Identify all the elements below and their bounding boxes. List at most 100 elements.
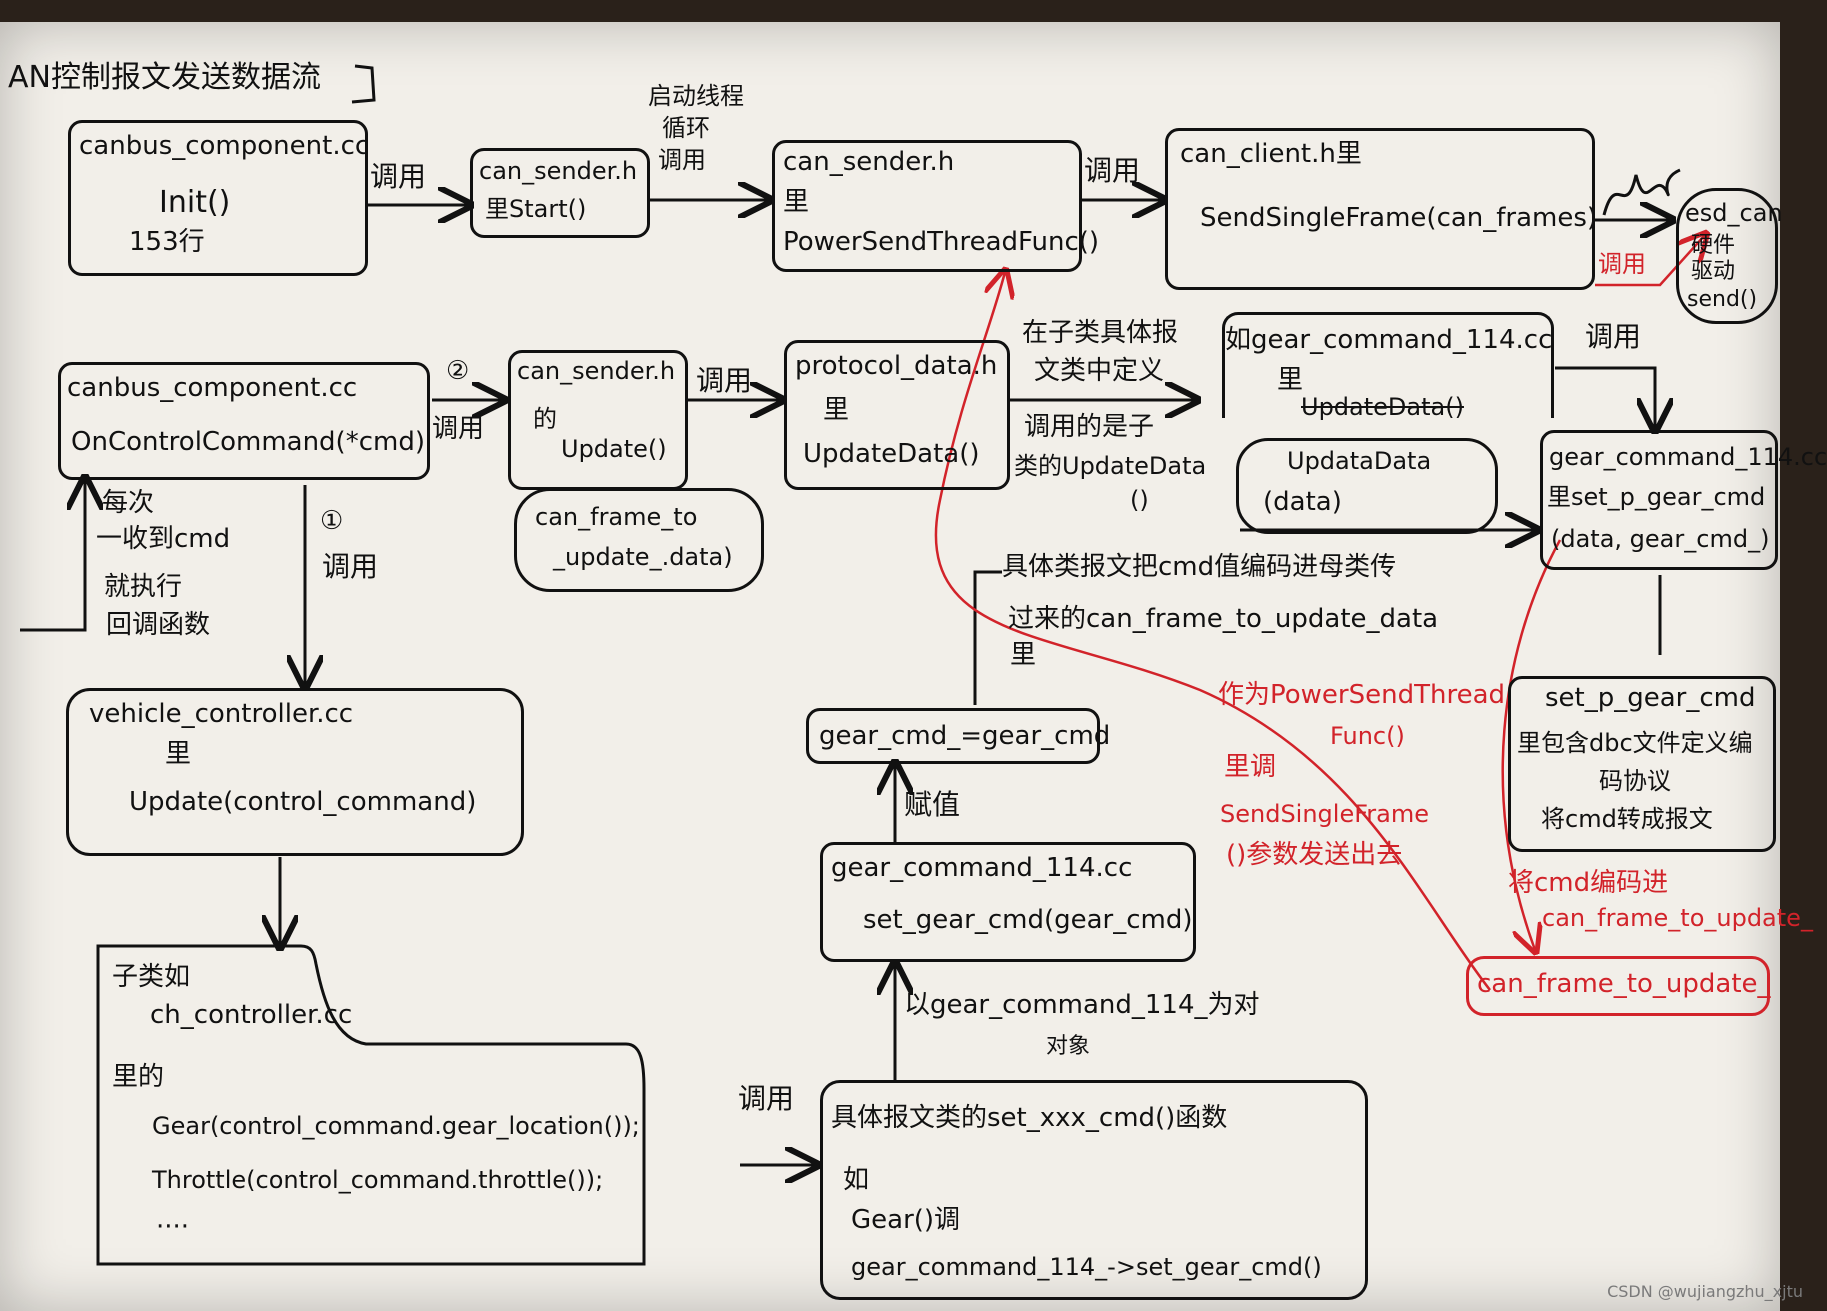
label-call-5: 调用 xyxy=(1585,320,1642,353)
box-init-file: canbus_component.cc xyxy=(79,131,370,161)
label-start-thread-3: 调用 xyxy=(658,146,706,174)
box-canframe-line1: can_frame_to xyxy=(535,503,698,531)
box-protocol-func: UpdateData() xyxy=(803,439,980,469)
box-client-func: SendSingleFrame(can_frames) xyxy=(1200,203,1598,233)
line-assign-to-encode xyxy=(973,570,1002,705)
box-gear-assign-text: gear_cmd_=gear_cmd xyxy=(819,721,1111,751)
box-client-file: can_client.h里 xyxy=(1180,139,1362,169)
box-protocol: protocol_data.h 里 UpdateData() xyxy=(784,340,1010,490)
arrow-gear114a-to-gear114b xyxy=(1555,366,1655,428)
box-gear114a-li: 里 xyxy=(1277,365,1304,395)
box-setgear: gear_command_114.cc set_gear_cmd(gear_cm… xyxy=(820,842,1196,962)
red-arrow-to-esd xyxy=(1595,235,1705,287)
box-chctrl-file: ch_controller.cc xyxy=(150,1000,353,1030)
box-update-file: can_sender.h xyxy=(517,357,676,385)
box-gear114b: gear_command_114.cc 里set_p_gear_cmd (dat… xyxy=(1540,430,1827,570)
label-red-param-4: SendSingleFrame xyxy=(1220,800,1430,828)
red-arrow-encode xyxy=(1501,539,1562,950)
box-thread: can_sender.h 里 PowerSendThreadFunc() xyxy=(772,140,1099,272)
label-encode-3: 里 xyxy=(1010,640,1037,670)
box-setp-desc1: 里包含dbc文件定义编 xyxy=(1517,729,1753,757)
label-every-1: 每次 xyxy=(102,488,155,518)
label-assign: 赋值 xyxy=(904,788,961,821)
box-specific-ru: 如 xyxy=(843,1165,870,1195)
label-call-2: 调用 xyxy=(1084,154,1141,187)
label-subclass-4: 类的UpdateData xyxy=(1014,452,1207,480)
label-call-4: 调用 xyxy=(696,364,753,397)
box-canframe: can_frame_to _update_.data) xyxy=(514,488,764,592)
box-gear114a-func: UpdateData() xyxy=(1301,393,1464,421)
box-oncontrol-file: canbus_component.cc xyxy=(67,373,358,403)
box-chctrl-throttle: Throttle(control_command.throttle()); xyxy=(152,1166,604,1194)
box-specific: 具体报文类的set_xxx_cmd()函数 如 Gear()调 gear_com… xyxy=(820,1080,1368,1300)
label-circle-2: ② xyxy=(446,356,470,386)
box-setp-func: set_p_gear_cmd xyxy=(1545,683,1756,713)
label-by-object-2: 对象 xyxy=(1046,1034,1091,1059)
box-thread-li: 里 xyxy=(783,187,810,217)
box-chctrl xyxy=(96,944,646,1266)
box-update-de: 的 xyxy=(533,405,557,433)
box-vehicle-li: 里 xyxy=(165,739,192,769)
watermark: CSDN @wujiangzhu_xjtu xyxy=(1607,1282,1803,1301)
box-start-func: 里Start() xyxy=(485,195,587,223)
box-gear114a-updata: UpdataData xyxy=(1287,447,1432,475)
box-esd-driver: 驱动 xyxy=(1691,259,1736,284)
box-gear-assign: gear_cmd_=gear_cmd xyxy=(806,708,1110,764)
label-encode-2: 过来的can_frame_to_update_data xyxy=(1008,604,1439,634)
label-call-6: 调用 xyxy=(322,550,379,583)
box-chctrl-lide: 里的 xyxy=(112,1062,165,1092)
label-start-thread-2: 循环 xyxy=(662,114,710,142)
loop-every-cmd xyxy=(20,480,85,632)
label-every-4: 回调函数 xyxy=(106,610,211,640)
box-init: canbus_component.cc Init() 153行 xyxy=(68,120,370,276)
label-subclass-2: 文类中定义 xyxy=(1034,356,1165,386)
label-red-encode-2: can_frame_to_update_ xyxy=(1542,904,1813,932)
box-esd-name: esd_can xyxy=(1685,199,1783,227)
box-esd: esd_can 硬件 驱动 send() xyxy=(1676,188,1783,324)
box-canframe-line2: _update_.data) xyxy=(553,543,733,571)
box-chctrl-more: ···· xyxy=(156,1212,190,1242)
box-setp-desc3: 将cmd转成报文 xyxy=(1541,805,1713,833)
box-setp: set_p_gear_cmd 里包含dbc文件定义编 码协议 将cmd转成报文 xyxy=(1508,676,1776,852)
box-update-func: Update() xyxy=(561,435,667,463)
box-protocol-file: protocol_data.h xyxy=(795,351,998,381)
box-update: can_sender.h 的 Update() xyxy=(508,350,688,490)
box-specific-gear: Gear()调 xyxy=(851,1205,961,1235)
box-gear114a-data: UpdataData (data) xyxy=(1236,438,1498,534)
box-oncontrol-func: OnControlCommand(*cmd) xyxy=(71,427,425,457)
label-red-param-2: Func() xyxy=(1330,722,1405,750)
red-arrow-to-thread xyxy=(934,272,1491,991)
box-init-line: 153行 xyxy=(129,227,205,257)
label-start-thread-1: 启动线程 xyxy=(648,82,744,110)
label-red-param-1: 作为PowerSendThread xyxy=(1218,680,1506,710)
title-bracket xyxy=(351,64,376,104)
label-by-object-1: 以gear_command_114_为对 xyxy=(904,990,1260,1020)
box-vehicle: vehicle_controller.cc 里 Update(control_c… xyxy=(66,688,524,856)
scribble-mark xyxy=(1602,168,1681,216)
box-esd-hw: 硬件 xyxy=(1691,233,1736,258)
label-subclass-1: 在子类具体报 xyxy=(1022,318,1179,348)
label-call-3: 调用 xyxy=(432,414,485,444)
label-every-3: 就执行 xyxy=(104,572,183,602)
box-thread-file: can_sender.h xyxy=(783,147,955,177)
box-specific-title: 具体报文类的set_xxx_cmd()函数 xyxy=(831,1103,1228,1133)
box-esd-send: send() xyxy=(1687,287,1758,312)
box-chctrl-sub: 子类如 xyxy=(112,962,191,992)
box-setp-desc2: 码协议 xyxy=(1599,767,1671,795)
box-chctrl-gear: Gear(control_command.gear_location()); xyxy=(152,1112,640,1140)
label-red-param-3: 里调 xyxy=(1224,752,1277,782)
box-protocol-li: 里 xyxy=(823,395,850,425)
box-gear114b-args: (data, gear_cmd_) xyxy=(1551,525,1770,553)
page-title: AN控制报文发送数据流 xyxy=(8,60,321,95)
box-setgear-file: gear_command_114.cc xyxy=(831,853,1133,883)
box-gear114a: 如gear_command_114.cc 里 UpdateData() xyxy=(1222,312,1554,421)
label-circle-1: ① xyxy=(320,506,344,536)
label-call-7: 调用 xyxy=(738,1082,795,1115)
box-init-func: Init() xyxy=(159,185,231,220)
box-red-canframe: can_frame_to_update_ xyxy=(1466,956,1771,1016)
box-client: can_client.h里 SendSingleFrame(can_frames… xyxy=(1165,128,1598,290)
box-vehicle-func: Update(control_command) xyxy=(129,787,477,817)
box-gear114b-func: 里set_p_gear_cmd xyxy=(1547,483,1766,511)
box-start: can_sender.h 里Start() xyxy=(470,148,650,238)
